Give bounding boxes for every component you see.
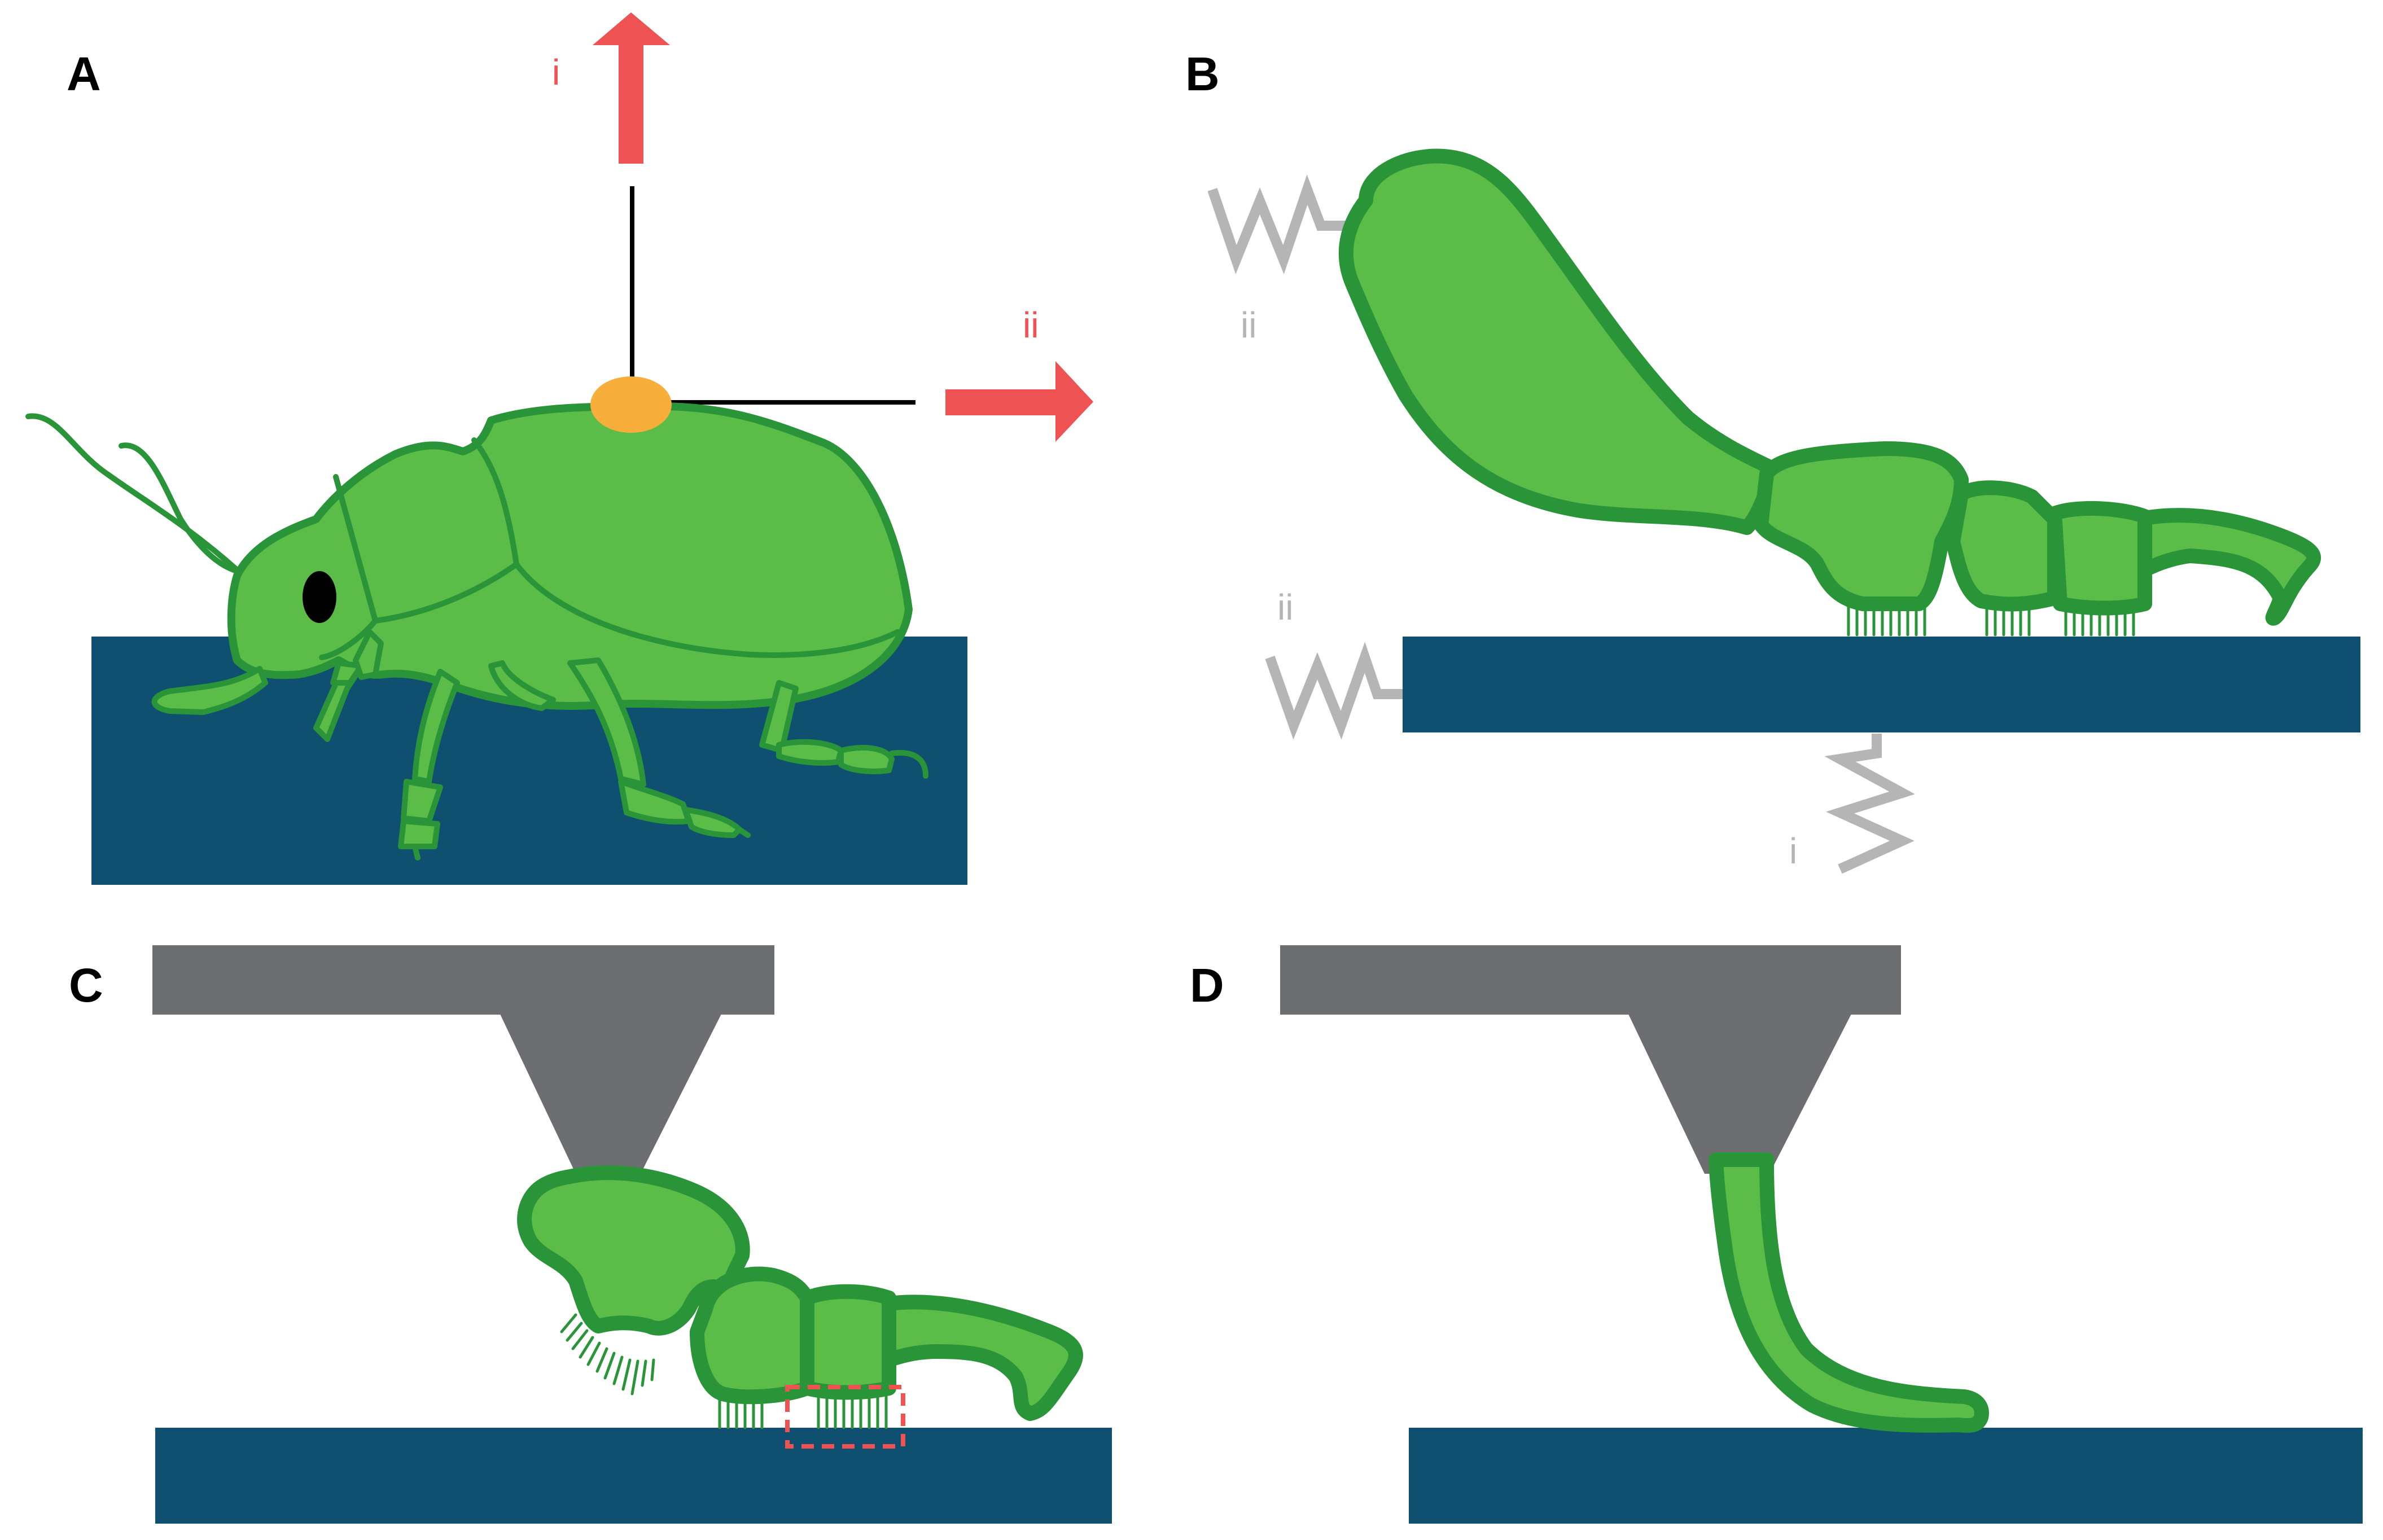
panel-d: D — [1190, 945, 2363, 1524]
leg-front-right — [353, 629, 384, 680]
adhesive-hairs-b — [1847, 605, 2135, 637]
panel-letter-c: C — [69, 959, 103, 1012]
eye-icon — [303, 571, 336, 623]
probe-plate-d — [1280, 945, 1901, 1015]
adhesive-hairs-angled-c — [560, 1313, 655, 1396]
substrate-d — [1409, 1428, 2363, 1524]
attachment-point — [590, 376, 672, 433]
leg-mid2-claw — [737, 827, 751, 838]
force-label-horizontal: ii — [1023, 305, 1039, 345]
pronotum-lower-line — [373, 561, 519, 624]
spring-label-top: ii — [1241, 305, 1256, 345]
horizontal-force-arrow-icon — [945, 361, 1093, 442]
spring-bottom-icon — [1824, 734, 1915, 874]
panel-letter-b: B — [1185, 47, 1220, 100]
force-label-vertical: i — [552, 52, 560, 93]
leg-femur-b — [1338, 148, 1780, 535]
panel-c: C — [69, 945, 1112, 1524]
head-lower-line — [319, 618, 378, 660]
spring-label-bottom: i — [1789, 831, 1797, 871]
tarsus-segment-3-c — [800, 1284, 896, 1400]
leg-hind-tarsus-1 — [776, 739, 844, 766]
panel-letter-a: A — [67, 47, 101, 100]
tarsus-segment-2-c — [690, 1266, 814, 1405]
antenna-right — [119, 442, 240, 574]
leg-mid2-femur — [488, 660, 556, 711]
leg-middle-tarsus-2 — [398, 818, 440, 849]
pretarsus-claw-c — [882, 1295, 1083, 1421]
substrate-b — [1403, 637, 2360, 732]
leg-hind-tarsus-2 — [838, 745, 895, 774]
leg-front-left — [151, 666, 268, 715]
antenna-left — [25, 413, 240, 573]
leg-middle-claw — [412, 844, 420, 861]
spring-label-middle: ii — [1277, 587, 1293, 628]
substrate-c — [155, 1428, 1112, 1524]
tarsus-segment-1-c — [517, 1165, 750, 1336]
pronotum-line — [471, 437, 519, 567]
highlight-box — [785, 1385, 905, 1449]
panel-letter-d: D — [1190, 959, 1224, 1012]
probe-plate-c — [152, 945, 774, 1015]
leg-hind-claw — [889, 750, 928, 779]
spring-top-icon — [1207, 174, 1350, 274]
leg-front-joint — [330, 660, 364, 686]
leg-mid2-tibia — [567, 657, 646, 787]
tarsus-d — [1709, 1152, 1989, 1433]
panel-b: B ii ii i — [1185, 47, 2360, 874]
tarsus-segment-2-b — [1946, 480, 2062, 612]
spring-middle-icon — [1265, 642, 1403, 740]
tarsus-segment-3-b — [2047, 501, 2152, 616]
head-thorax-line — [333, 474, 378, 624]
pretarsus-claw-b — [2137, 508, 2321, 626]
probe-tip-d — [1628, 1014, 1851, 1174]
tarsus-segment-1-b — [1754, 441, 1969, 611]
leg-middle-tibia — [412, 669, 460, 784]
elytra-line — [514, 561, 900, 658]
panel-a: A i ii — [25, 12, 1093, 885]
vertical-force-arrow-icon — [593, 12, 670, 164]
adhesive-hairs-c — [718, 1393, 888, 1429]
probe-tip-c — [500, 1014, 721, 1174]
